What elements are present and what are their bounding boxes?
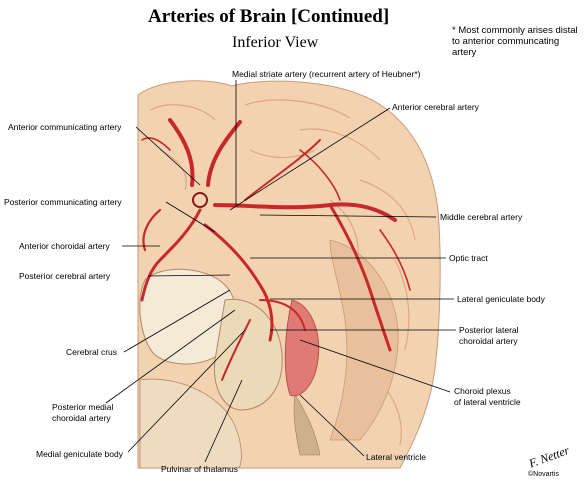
label-posterior-cerebral-artery: Posterior cerebral artery xyxy=(19,271,111,281)
label-posterior-medial-choroidal-line1: Posterior medial xyxy=(52,402,114,412)
lateral-ventricle xyxy=(293,394,321,456)
label-middle-cerebral-artery: Middle cerebral artery xyxy=(440,212,523,222)
cerebellum-region xyxy=(139,378,242,469)
circle-of-willis xyxy=(192,192,208,208)
label-cerebral-crus: Cerebral crus xyxy=(66,347,118,357)
choroid-plexus xyxy=(284,299,320,397)
label-posterior-communicating-artery: Posterior communicating artery xyxy=(4,197,122,207)
thalamus xyxy=(213,298,283,411)
label-lateral-ventricle: Lateral ventricle xyxy=(366,452,427,462)
label-lateral-geniculate-body: Lateral geniculate body xyxy=(457,294,545,304)
temporal-lobe xyxy=(329,239,399,441)
page-subtitle: Inferior View xyxy=(232,34,319,51)
label-medial-geniculate-body: Medial geniculate body xyxy=(36,449,123,459)
label-choroid-plexus-line1: Choroid plexus xyxy=(454,386,511,396)
page-title: Arteries of Brain [Continued] xyxy=(148,6,390,27)
footnote: * Most commonly arises distal to anterio… xyxy=(452,25,578,58)
copyright-text: ©Novartis xyxy=(528,471,559,478)
label-posterior-lateral-choroidal-line1: Posterior lateral xyxy=(459,325,519,335)
label-anterior-communicating-artery: Anterior communicating artery xyxy=(8,122,122,132)
label-anterior-cerebral-artery: Anterior cerebral artery xyxy=(392,102,479,112)
label-posterior-lateral-choroidal-line2: choroidal artery xyxy=(459,336,518,346)
label-optic-tract: Optic tract xyxy=(449,253,488,263)
label-posterior-medial-choroidal-line2: choroidal artery xyxy=(52,413,111,423)
label-pulvinar-of-thalamus: Pulvinar of thalamus xyxy=(161,464,239,474)
leader-lines xyxy=(105,80,456,463)
label-choroid-plexus-line2: of lateral ventricle xyxy=(454,397,521,407)
label-anterior-choroidal-artery: Anterior choroidal artery xyxy=(19,241,110,251)
label-medial-striate-artery: Medial striate artery (recurrent artery … xyxy=(232,69,421,79)
artist-signature: F. Netter ©Novartis xyxy=(520,443,580,482)
